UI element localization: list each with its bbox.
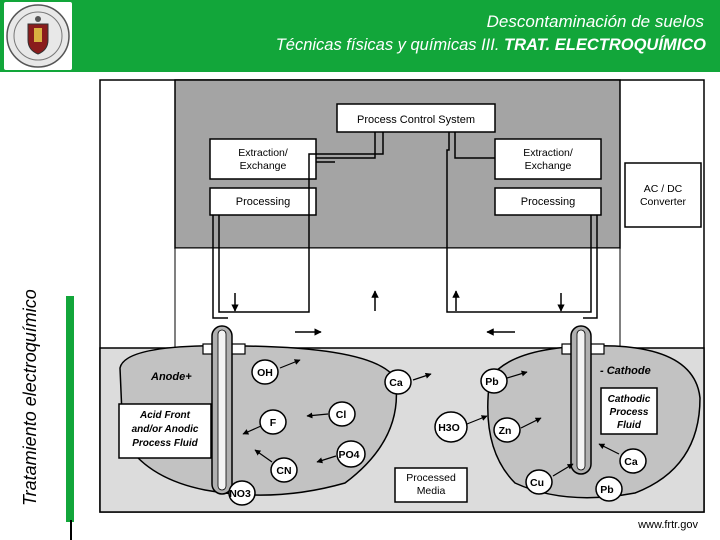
right-extraction-label-1: Extraction/ [523,147,573,159]
ion-pb-1: Pb [485,376,498,388]
anode-electrode [202,325,246,495]
ion-pb-2: Pb [600,484,613,496]
acid-front-label-1: Acid Front [139,410,191,421]
surface-zone [174,247,621,349]
ion-arrows [242,359,620,477]
ion-ca-1: Ca [389,377,403,389]
cathodic-label-3: Fluid [617,420,642,431]
cathodic-label-2: Process [610,407,649,418]
ion-no3: NO3 [229,488,251,500]
right-extraction-label-2: Exchange [525,160,572,172]
ion-circles [228,359,647,506]
electrokinetic-diagram: Process Control System Extraction/ Excha… [99,79,705,513]
header-bar: Descontaminación de suelos Técnicas físi… [0,0,720,72]
process-control-label: Process Control System [357,114,475,126]
ion-cn: CN [276,465,291,477]
cathode-zone [487,345,701,499]
ion-cl: Cl [336,409,347,421]
converter-label-1: AC / DC [644,183,683,195]
right-extraction-box [494,138,602,180]
left-extraction-label-2: Exchange [240,160,287,172]
page-subtitle: Técnicas físicas y químicas III. TRAT. E… [276,36,706,55]
ion-cu: Cu [530,477,544,489]
left-processing-box [209,187,317,216]
ion-ca-2: Ca [624,456,638,468]
ion-f: F [270,417,277,429]
acid-front-label-3: Process Fluid [132,438,198,449]
converter-label-2: Converter [640,196,687,208]
ion-oh: OH [257,367,273,379]
converter-box [624,162,702,228]
processed-media-label-1: Processed [406,472,456,484]
ion-po4: PO4 [338,449,359,461]
subtitle-prefix: Técnicas físicas y químicas III. [275,36,500,54]
right-processing-box [494,187,602,216]
flow-arrows [231,290,565,336]
left-extraction-label-1: Extraction/ [238,147,288,159]
cathodic-label-1: Cathodic [608,394,651,405]
side-accent-line [70,520,72,540]
side-accent-bar [66,296,74,522]
acid-front-label-2: and/or Anodic [132,424,199,435]
processed-media-label-2: Media [417,485,446,497]
footer-url[interactable]: www.frtr.gov [638,519,698,531]
page-title: Descontaminación de suelos [486,12,704,31]
process-control-box [336,103,496,133]
left-piping [212,132,384,319]
cathode-electrode [561,325,605,475]
university-crest-icon [4,2,72,70]
anode-label: Anode+ [150,371,192,383]
processed-media-box [394,467,468,503]
acid-front-box [118,403,212,459]
side-title: Tratamiento electroquímico [20,289,40,506]
subtitle-bold: TRAT. ELECTROQUÍMICO [504,36,706,54]
ion-h3o: H3O [438,422,460,434]
right-piping [446,132,598,319]
right-processing-label: Processing [521,196,575,208]
ion-zn: Zn [499,425,512,437]
cathodic-box [600,387,658,435]
cathode-label: - Cathode [600,365,651,377]
left-extraction-box [209,138,317,180]
left-processing-label: Processing [236,196,290,208]
